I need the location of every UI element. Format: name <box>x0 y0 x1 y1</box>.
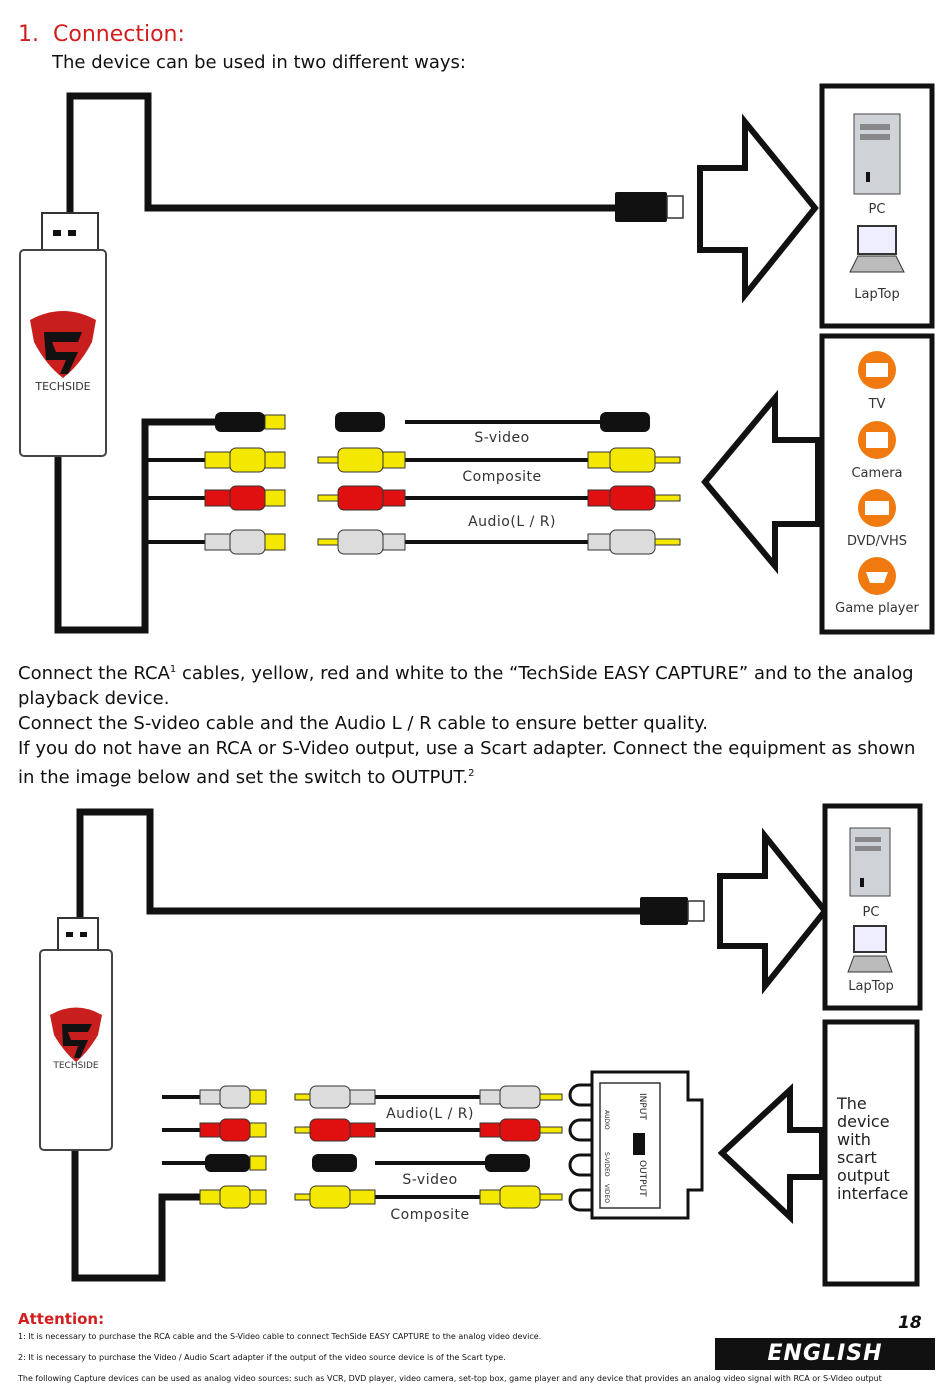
laptop-label-2: LapTop <box>848 979 893 994</box>
dvd-vhs-label: DVD/VHS <box>847 534 907 549</box>
usb-connector-icon-2 <box>640 897 688 925</box>
white-cable-plug-b2 <box>479 1085 563 1109</box>
instruction-1a: Connect the RCA <box>18 663 170 684</box>
camera-icon <box>858 421 896 459</box>
red-plug-left-2 <box>199 1118 267 1142</box>
game-player-icon <box>858 557 896 595</box>
arrow-to-pc-icon-2 <box>717 827 829 995</box>
attention-title: Attention: <box>18 1310 105 1328</box>
instruction-3: If you do not have an RCA or S-Video out… <box>18 736 933 790</box>
footnote-1: 1: It is necessary to purchase the RCA c… <box>18 1332 542 1341</box>
white-cable-plug-a <box>317 529 406 555</box>
scart-line-2: device <box>837 1112 890 1131</box>
red-cable-plug-b <box>587 485 681 511</box>
scart-line-5: output <box>837 1166 890 1185</box>
red-plug-left <box>204 485 286 511</box>
yellow-cable-plug-a <box>317 447 406 473</box>
connection-diagram-2: TECHSIDE PC LapTop The device with scart… <box>39 803 923 1287</box>
yellow-cable-plug-b2 <box>479 1185 563 1209</box>
output-label: OUTPUT <box>637 1160 647 1197</box>
white-plug-left-2 <box>199 1085 267 1109</box>
usb-connector-icon <box>615 192 667 222</box>
camera-label: Camera <box>851 466 902 481</box>
laptop-label: LapTop <box>854 287 899 302</box>
tv-label: TV <box>868 397 886 412</box>
composite-label-2: Composite <box>390 1207 469 1223</box>
svideo-plug-left <box>215 412 286 432</box>
svideo-cable-plug-a2 <box>312 1154 357 1172</box>
section-title: Connection: <box>53 22 185 47</box>
audio-label-2: Audio(L / R) <box>386 1106 474 1122</box>
instruction-3a: If you do not have an RCA or S-Video out… <box>18 738 916 788</box>
pc-label: PC <box>869 202 886 217</box>
section-heading: 1. Connection: <box>18 22 185 47</box>
svideo-label-2: S-video <box>402 1172 457 1188</box>
pc-label-2: PC <box>863 905 880 920</box>
yellow-plug-left-2 <box>199 1185 267 1209</box>
audio-label: Audio(L / R) <box>468 514 556 530</box>
scart-line-4: scart <box>837 1148 877 1167</box>
pc-tower-icon-2 <box>849 827 891 897</box>
brand-label: TECHSIDE <box>34 380 90 393</box>
input-label: INPUT <box>637 1093 647 1120</box>
techside-logo <box>30 311 96 378</box>
red-cable-plug-a2 <box>294 1118 376 1142</box>
svideo-port-label: S-VIDEO <box>603 1152 610 1177</box>
red-cable-plug-b2 <box>479 1118 563 1142</box>
intro-text: The device can be used in two different … <box>52 52 466 73</box>
page-number: 18 <box>898 1313 922 1333</box>
white-cable-plug-a2 <box>294 1085 376 1109</box>
techside-logo-2 <box>50 1007 102 1062</box>
svideo-label: S-video <box>474 430 529 446</box>
footnote-2: 2: It is necessary to purchase the Video… <box>18 1353 506 1362</box>
white-plug-left <box>204 529 286 555</box>
red-cable-plug-a <box>317 485 406 511</box>
laptop-icon-2 <box>847 925 893 973</box>
arrow-to-pc-icon <box>697 113 819 304</box>
yellow-plug-left <box>204 447 286 473</box>
arrow-from-scart-icon <box>717 1083 825 1224</box>
composite-label: Composite <box>462 469 541 485</box>
arrow-from-source-icon <box>701 389 821 575</box>
yellow-cable-plug-b <box>587 447 681 473</box>
yellow-cable-plug-a2 <box>294 1185 376 1209</box>
footnote-ref-1: 1 <box>169 664 177 675</box>
white-cable-plug-b <box>587 529 681 555</box>
section-number: 1. <box>18 22 39 47</box>
pc-box <box>819 83 935 329</box>
svideo-cable-plug-b <box>600 412 650 432</box>
audio-port-label: AUDIO <box>603 1110 610 1130</box>
instruction-2: Connect the S-video cable and the Audio … <box>18 713 708 734</box>
scart-line-3: with <box>837 1130 871 1149</box>
svideo-plug-left-2 <box>205 1154 267 1172</box>
tv-icon <box>858 351 896 389</box>
scart-adapter: INPUT OUTPUT AUDIO S-VIDEO VIDEO <box>568 1070 704 1220</box>
instruction-1: Connect the RCA1 cables, yellow, red and… <box>18 657 933 711</box>
instruction-1b: cables, yellow, red and white to the “Te… <box>18 663 914 709</box>
language-badge: ENGLISH <box>715 1338 935 1370</box>
video-port-label: VIDEO <box>603 1184 610 1203</box>
scart-line-1: The <box>836 1094 867 1113</box>
svideo-cable-plug-a <box>335 412 385 432</box>
scart-line-6: interface <box>837 1184 908 1203</box>
footnote-3: The following Capture devices can be use… <box>18 1374 882 1383</box>
brand-label-2: TECHSIDE <box>52 1061 99 1071</box>
svideo-cable-plug-b2 <box>485 1154 530 1172</box>
game-player-label: Game player <box>835 601 919 616</box>
usb-plug-icon-2 <box>57 917 99 953</box>
scart-device-text: The device with scart output interface <box>836 1094 908 1203</box>
laptop-icon <box>849 225 905 273</box>
dvd-vhs-icon <box>858 489 896 527</box>
pc-tower-icon <box>853 113 901 195</box>
instructions: Connect the RCA1 cables, yellow, red and… <box>18 657 933 790</box>
footnote-ref-2: 2 <box>468 768 475 779</box>
connection-diagram-1: TECHSIDE PC LapTop TV Camera DVD/VHS Gam… <box>19 83 935 635</box>
